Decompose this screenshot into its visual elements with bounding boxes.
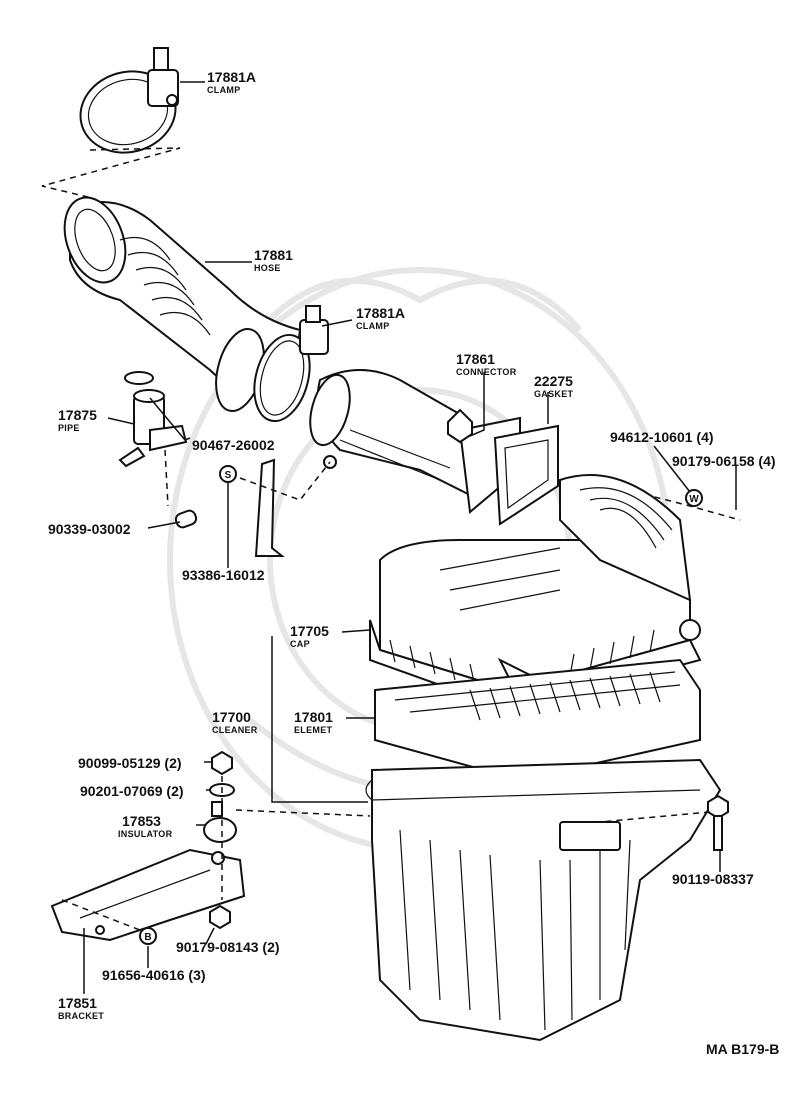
svg-text:17851: 17851 <box>58 995 97 1011</box>
marker-s: S <box>219 465 237 483</box>
svg-text:CAP: CAP <box>290 639 310 649</box>
svg-text:22275: 22275 <box>534 373 573 389</box>
clamp-top-part <box>79 47 179 154</box>
nut-90099-part <box>211 750 233 776</box>
svg-text:S: S <box>225 470 232 481</box>
dashed-leader-line <box>599 811 711 823</box>
svg-text:BRACKET: BRACKET <box>58 1011 104 1021</box>
svg-text:17881: 17881 <box>254 247 293 263</box>
label-element: 17801 ELEMET <box>294 709 333 735</box>
svg-text:GASKET: GASKET <box>534 389 574 399</box>
clamp-mid-part <box>215 305 329 423</box>
plug-90339-part <box>174 509 198 529</box>
label-90179-08143: 90179-08143 (2) <box>176 939 280 955</box>
cleaner-case-part <box>365 758 722 1042</box>
label-90467: 90467-26002 <box>192 437 275 453</box>
svg-text:17875: 17875 <box>58 407 97 423</box>
label-hose: 17881 HOSE <box>254 247 293 273</box>
connector-part <box>309 369 521 514</box>
label-gasket: 22275 GASKET <box>534 373 574 399</box>
svg-text:17853: 17853 <box>122 813 161 829</box>
dashed-leader-line <box>61 899 141 931</box>
label-93386: 93386-16012 <box>182 567 265 583</box>
svg-text:17801: 17801 <box>294 709 333 725</box>
svg-text:CLAMP: CLAMP <box>356 321 390 331</box>
label-cleaner: 17700 CLEANER <box>212 709 258 735</box>
svg-text:B: B <box>144 932 151 943</box>
dashed-leader-line <box>235 809 371 817</box>
label-clamp-mid: 17881A CLAMP <box>356 305 405 331</box>
svg-text:17705: 17705 <box>290 623 329 639</box>
svg-text:CLAMP: CLAMP <box>207 85 241 95</box>
svg-text:INSULATOR: INSULATOR <box>118 829 173 839</box>
svg-text:PIPE: PIPE <box>58 423 80 433</box>
insulator-part <box>203 801 237 843</box>
label-pipe: 17875 PIPE <box>58 407 97 433</box>
label-bracket: 17851 BRACKET <box>58 995 104 1021</box>
dashed-leader-line <box>41 147 181 199</box>
element-part <box>374 658 701 782</box>
svg-text:CONNECTOR: CONNECTOR <box>456 367 517 377</box>
label-connector: 17861 CONNECTOR <box>456 351 517 377</box>
svg-text:17700: 17700 <box>212 709 251 725</box>
label-91656: 91656-40616 (3) <box>102 967 206 983</box>
svg-text:17881A: 17881A <box>207 69 256 85</box>
label-90339: 90339-03002 <box>48 521 131 537</box>
svg-text:17861: 17861 <box>456 351 495 367</box>
stay-93386-part <box>254 458 285 557</box>
figure-code: MA B179-B <box>706 1041 779 1057</box>
label-90119: 90119-08337 <box>672 871 754 887</box>
label-insulator: 17853 INSULATOR <box>118 813 173 839</box>
label-90099: 90099-05129 (2) <box>78 755 182 771</box>
label-clamp-top: 17881A CLAMP <box>207 69 256 95</box>
dashed-leader-line <box>164 449 169 507</box>
svg-text:W: W <box>689 494 699 505</box>
svg-text:17881A: 17881A <box>356 305 405 321</box>
bracket-part <box>50 848 246 942</box>
leader-lines <box>83 81 737 994</box>
nut-90179-08143-part <box>209 904 231 930</box>
marker-b: B <box>139 927 157 945</box>
gasket-part <box>493 424 559 526</box>
svg-text:ELEMET: ELEMET <box>294 725 333 735</box>
pipe-part <box>118 371 188 468</box>
label-94612: 94612-10601 (4) <box>610 429 714 445</box>
marker-w: W <box>685 489 703 507</box>
label-cap: 17705 CAP <box>290 623 329 649</box>
bolt-90119-part <box>707 794 729 851</box>
label-90201: 90201-07069 (2) <box>80 783 184 799</box>
svg-text:CLEANER: CLEANER <box>212 725 258 735</box>
svg-text:HOSE: HOSE <box>254 263 281 273</box>
label-90179-06158: 90179-06158 (4) <box>672 453 776 469</box>
